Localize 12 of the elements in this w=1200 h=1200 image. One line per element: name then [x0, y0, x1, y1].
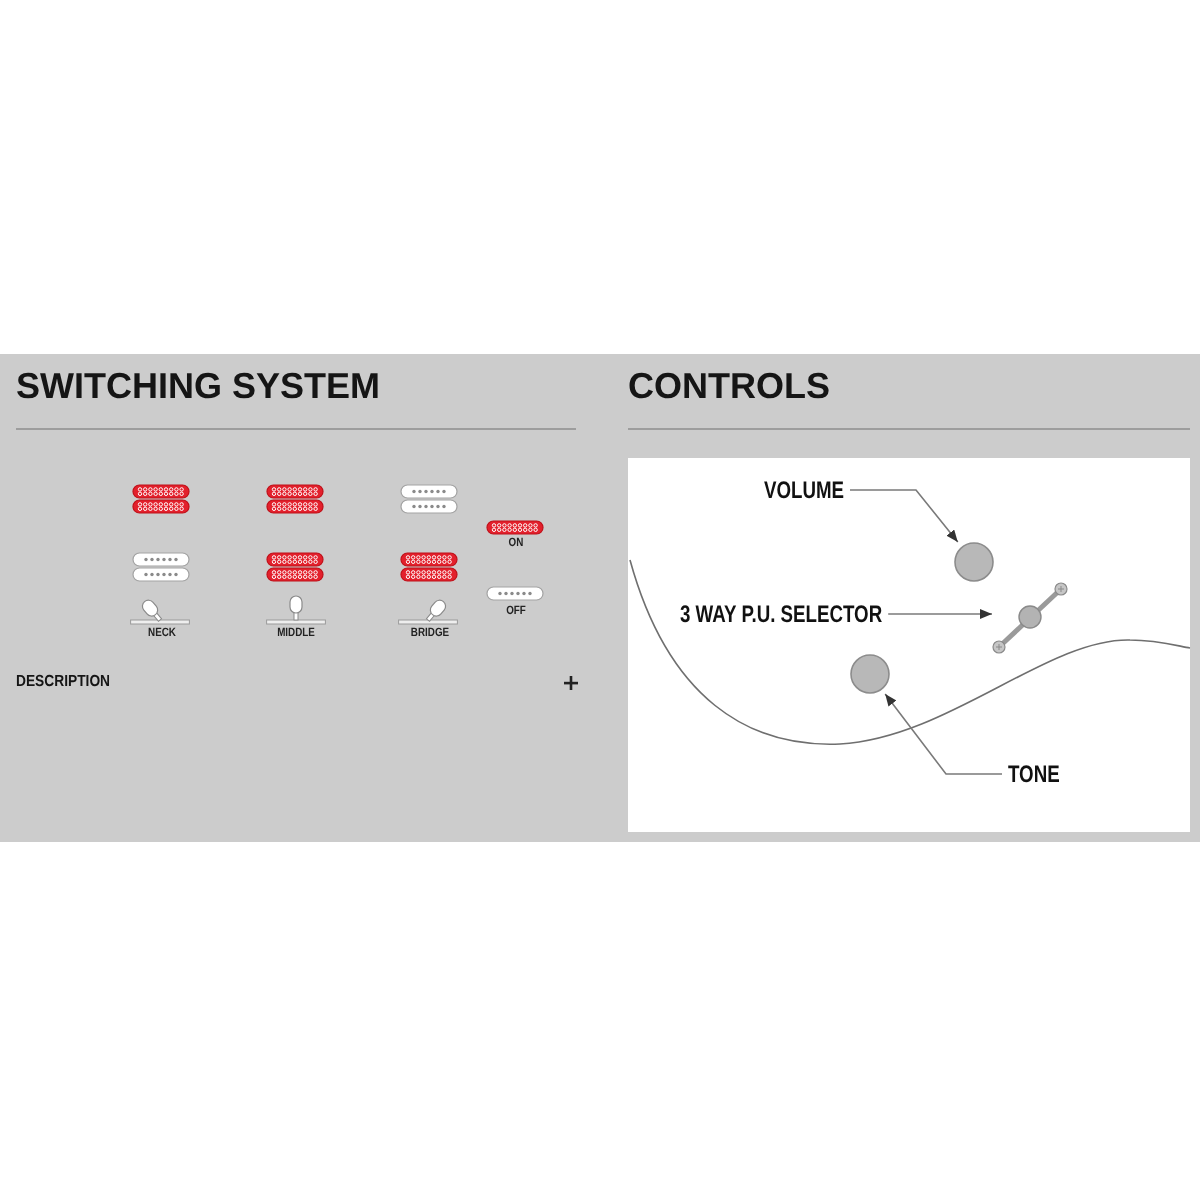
- callout-label: 3 WAY P.U. SELECTOR: [680, 602, 883, 626]
- section-heading: CONTROLS: [628, 368, 830, 404]
- knob-icon: [954, 542, 994, 582]
- knob-icon: [850, 654, 890, 694]
- leader-line: [887, 609, 993, 619]
- leader-line: [849, 489, 959, 543]
- callout-label: VOLUME: [764, 478, 845, 502]
- leader-line: [884, 693, 1003, 775]
- section-heading: SWITCHING SYSTEM: [16, 368, 381, 404]
- accordion-title: DESCRIPTION: [16, 674, 111, 690]
- selector-switch-icon: [992, 582, 1068, 654]
- callout-label: TONE: [1008, 762, 1060, 786]
